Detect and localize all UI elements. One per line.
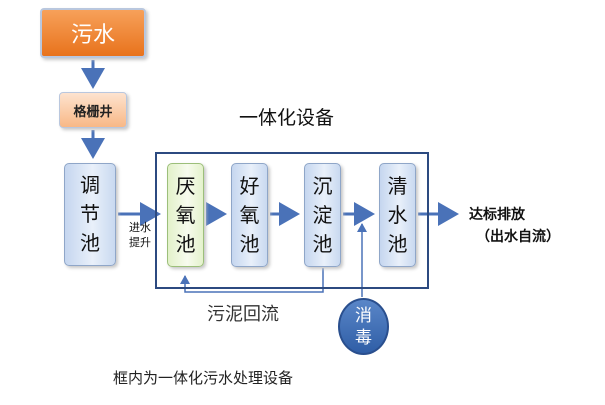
disinfection-label: 消毒 [355,305,372,348]
discharge-label: 达标排放 [469,207,525,223]
disinfection-node: 消毒 [338,298,389,355]
aerobic-tank-node: 好氧池 [231,163,268,267]
settling-tank-label: 沉淀池 [312,173,333,256]
adjust-tank-node: 调节池 [64,163,116,266]
clear-water-tank-node: 清水池 [379,163,416,267]
discharge-note: （出水自流） [476,229,560,245]
settling-tank-node: 沉淀池 [304,163,341,267]
anoxic-tank-label: 厌氧池 [175,173,196,256]
integrated-equipment-frame [155,152,429,289]
grate-well-node: 格栅井 [59,92,127,128]
sludge-return-line [180,268,324,293]
grate-well-label: 格栅井 [73,104,113,120]
anoxic-tank-node: 厌氧池 [167,163,204,267]
clear-water-tank-label: 清水池 [387,173,408,256]
pump-label: 进水提升 [129,221,151,249]
diagram-title: 一体化设备 [239,107,335,129]
aerobic-tank-label: 好氧池 [239,173,260,256]
sewage-node: 污水 [40,8,146,58]
sewage-label: 污水 [70,23,115,48]
sludge-return-label: 污泥回流 [207,304,279,325]
diagram-caption: 框内为一体化污水处理设备 [113,369,294,387]
adjust-tank-label: 调节池 [80,173,100,255]
